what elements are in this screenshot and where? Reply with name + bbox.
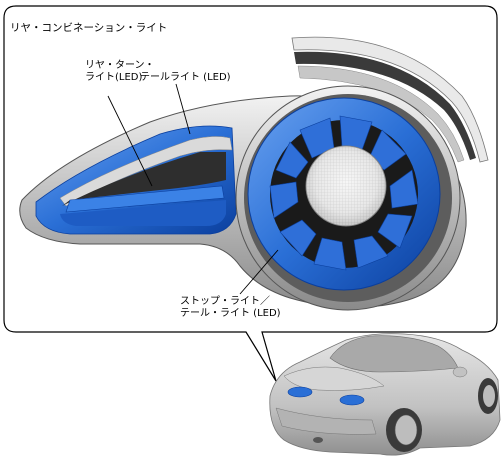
rear-turn-light-label: リヤ・ターン・ ライト(LED)	[85, 60, 155, 84]
car-rear-lamp-right	[339, 394, 365, 406]
rear-turn-light-bar	[65, 185, 225, 213]
lamp-housing	[19, 85, 467, 311]
leader-lines	[107, 83, 279, 295]
rear-turn-label-line2: ライト(LED)	[85, 72, 143, 83]
body-shell	[291, 36, 489, 163]
stop-tail-label-line1: ストップ・ライト／	[180, 296, 270, 307]
stop-tail-label-line2: テール・ライト (LED)	[180, 308, 281, 319]
page-title: リヤ・コンビネーション・ライト	[10, 22, 168, 34]
car-rear-lamp-left	[287, 386, 313, 398]
tail-light-label: テールライト (LED)	[140, 72, 231, 83]
stop-tail-light-label: ストップ・ライト／ テール・ライト (LED)	[180, 296, 281, 320]
rear-turn-label-line1: リヤ・ターン・	[85, 60, 155, 71]
car-illustration	[269, 333, 501, 456]
